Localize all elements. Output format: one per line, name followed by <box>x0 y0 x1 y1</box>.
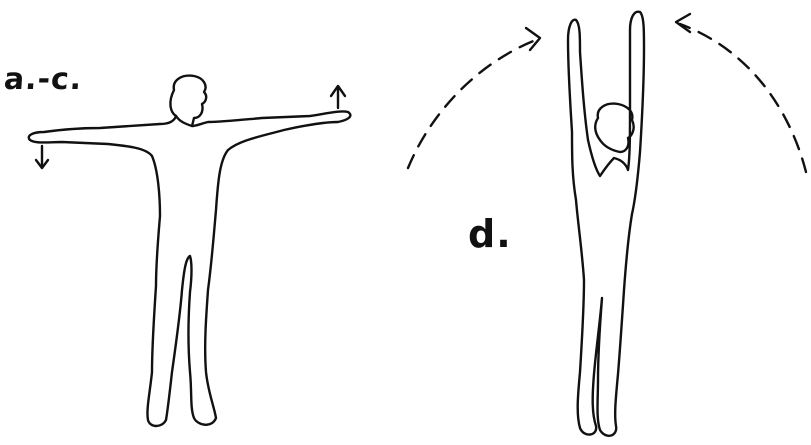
panel-label-a-c: a.-c. <box>3 62 84 97</box>
motion-arc-right-arrowhead <box>676 14 690 32</box>
figure-right-body <box>568 12 644 436</box>
panel-label-d: d. <box>468 212 512 256</box>
figure-left-body <box>29 111 351 426</box>
figure-right-head <box>595 104 633 152</box>
motion-arc-left-arrowhead <box>526 28 540 50</box>
motion-arc-right <box>680 24 806 172</box>
figure-arms-extended <box>29 76 351 426</box>
motion-arc-left <box>408 40 536 168</box>
